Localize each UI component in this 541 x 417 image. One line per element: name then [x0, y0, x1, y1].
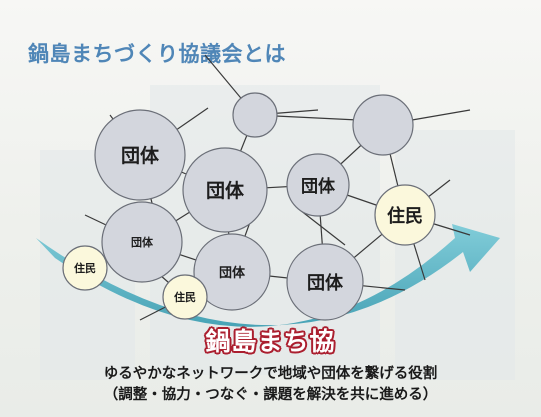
node-group: [232, 92, 278, 138]
node-group: [193, 233, 271, 311]
group-nodes: [94, 92, 414, 321]
description-line-2: （調整・協力・つなぐ・課題を解決を共に進める）: [103, 387, 438, 403]
resident-nodes: [62, 184, 436, 320]
node-label-group: 団体: [307, 272, 344, 294]
node-resident: [374, 184, 436, 246]
node-label-resident: 住民: [174, 290, 196, 304]
organization-name: 鍋島まち協: [205, 327, 336, 356]
node-label-group: 団体: [301, 176, 336, 197]
network-link: [299, 209, 346, 246]
node-group: [286, 153, 350, 217]
description-line-1: ゆるやかなネットワークで地域や団体を繋げる役割: [103, 366, 438, 382]
node-resident: [62, 245, 108, 291]
node-group: [352, 94, 414, 156]
node-group: [182, 147, 268, 233]
node-label-resident: 住民: [387, 205, 423, 227]
node-group: [94, 109, 186, 201]
node-label-group: 団体: [206, 179, 245, 202]
node-label-group: 団体: [131, 235, 154, 249]
node-group: [286, 243, 364, 321]
node-label-group: 団体: [121, 144, 160, 167]
page-title: 鍋島まちづくり協議会とは: [28, 42, 286, 66]
node-group: [101, 201, 183, 283]
node-label-group: 団体: [219, 265, 246, 281]
node-resident: [162, 274, 208, 320]
node-label-resident: 住民: [74, 261, 96, 275]
